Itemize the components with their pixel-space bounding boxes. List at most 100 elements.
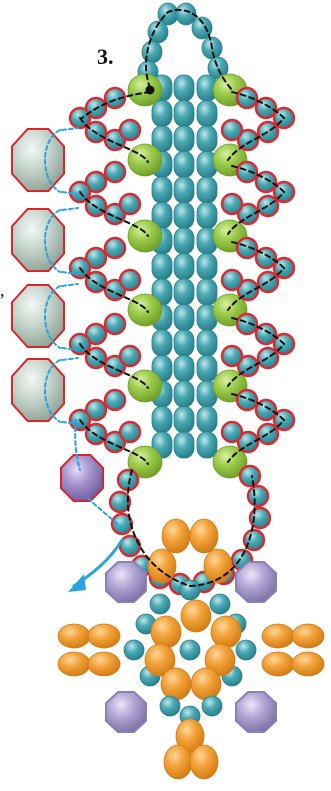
- blue-thread-path: [44, 285, 61, 349]
- motif-teal-bead: [159, 695, 181, 717]
- motif-teal-bead: [149, 593, 171, 615]
- core-column-bead: [173, 431, 195, 459]
- lower-loop-bead: [246, 484, 270, 508]
- orange-drop-bead: [144, 643, 176, 677]
- orange-drop-bead: [150, 615, 182, 649]
- left-picot-bead: [118, 192, 142, 216]
- orange-drop-bead: [189, 518, 219, 554]
- start-point-dot-icon: [145, 85, 155, 95]
- right-picot-bead: [235, 388, 259, 412]
- orange-drop-bead: [57, 651, 91, 677]
- left-picot-bead: [103, 312, 127, 336]
- right-picot-bead: [220, 344, 244, 368]
- blue-thread-path: [44, 129, 61, 193]
- core-column-bead: [196, 431, 218, 459]
- orange-drop-bead: [147, 548, 177, 584]
- lavender-octagon-bead: [235, 561, 277, 603]
- orange-drop-bead: [261, 651, 295, 677]
- core-column-bead: [151, 329, 173, 357]
- step-number-label: 3.: [97, 44, 114, 69]
- lower-loop-bead: [108, 490, 132, 514]
- core-column-bead: [173, 355, 195, 382]
- core-column-bead: [196, 253, 218, 280]
- orange-drop-bead: [161, 518, 191, 554]
- black-thread-path: [227, 317, 286, 387]
- black-thread-path: [227, 393, 286, 463]
- core-column-bead: [173, 406, 195, 433]
- left-picot-bead: [118, 420, 142, 444]
- lavender-octagon-bead: [105, 561, 147, 603]
- black-thread-path: [81, 91, 151, 119]
- right-picot-bead: [220, 192, 244, 216]
- orange-drop-bead: [203, 548, 233, 584]
- lower-loop-bead: [110, 512, 134, 536]
- blue-thread-path: [44, 209, 61, 273]
- black-thread-path: [79, 419, 149, 465]
- left-picot-bead: [118, 268, 142, 292]
- orange-drop-bead: [190, 667, 222, 701]
- green-accent-bead: [212, 445, 248, 479]
- core-column-bead: [173, 100, 195, 127]
- orange-drop-bead: [160, 667, 192, 701]
- left-picot-bead: [84, 170, 108, 194]
- orange-drop-bead: [291, 623, 325, 649]
- core-column-bead: [151, 253, 173, 280]
- black-thread-path: [79, 191, 149, 237]
- right-picot-bead: [220, 268, 244, 292]
- edge-comma-mark: ,: [0, 280, 5, 300]
- left-picot-bead: [103, 160, 127, 184]
- lavender-octagon-bead: [235, 691, 277, 733]
- right-picot-bead: [235, 312, 259, 336]
- green-accent-bead: [127, 293, 163, 327]
- green-accent-bead: [127, 73, 163, 107]
- blue-thread-path: [61, 283, 79, 287]
- motif-teal-bead: [209, 593, 231, 615]
- top-loop-bead: [191, 16, 213, 40]
- core-column-bead: [151, 176, 173, 204]
- core-column-bead: [173, 176, 195, 204]
- lavender-octagon-bead: [105, 691, 147, 733]
- orange-drop-bead: [189, 744, 219, 780]
- blue-thread-path: [61, 357, 79, 361]
- black-thread-path: [79, 117, 149, 163]
- core-column-bead: [173, 74, 195, 102]
- left-picot-bead: [84, 322, 108, 346]
- black-thread-path: [79, 267, 149, 313]
- orange-drop-bead: [180, 599, 212, 633]
- core-column-bead: [151, 406, 173, 433]
- core-column-bead: [196, 176, 218, 204]
- orange-drop-bead: [163, 744, 193, 780]
- black-thread-path: [227, 91, 286, 161]
- right-picot-bead: [235, 86, 259, 110]
- left-picot-bead: [118, 344, 142, 368]
- core-column-bead: [173, 125, 195, 153]
- black-thread-path: [227, 165, 286, 235]
- core-column-bead: [173, 380, 195, 408]
- blue-thread-path: [44, 359, 61, 423]
- lower-loop-bead: [242, 528, 266, 552]
- core-column-bead: [173, 304, 195, 331]
- blue-thread-path: [74, 419, 81, 471]
- orange-drop-bead: [210, 615, 242, 649]
- core-column-bead: [196, 100, 218, 127]
- right-picot-bead: [220, 420, 244, 444]
- orange-drop-bead: [291, 651, 325, 677]
- left-picot-bead: [103, 86, 127, 110]
- core-column-bead: [196, 202, 218, 229]
- left-picot-bead: [84, 398, 108, 422]
- motif-teal-bead: [179, 639, 201, 661]
- right-picot-bead: [236, 278, 260, 302]
- lower-loop-bead: [118, 534, 142, 558]
- green-accent-bead: [127, 143, 163, 177]
- black-thread-path: [79, 343, 149, 389]
- right-picot-bead: [236, 354, 260, 378]
- right-picot-bead: [220, 118, 244, 142]
- black-thread-path: [227, 241, 286, 311]
- black-thread-path: [145, 9, 233, 91]
- core-column-bead: [196, 329, 218, 357]
- core-column-bead: [196, 278, 218, 306]
- left-picot-bead: [103, 236, 127, 260]
- crystal-octagon-bead: [11, 358, 65, 422]
